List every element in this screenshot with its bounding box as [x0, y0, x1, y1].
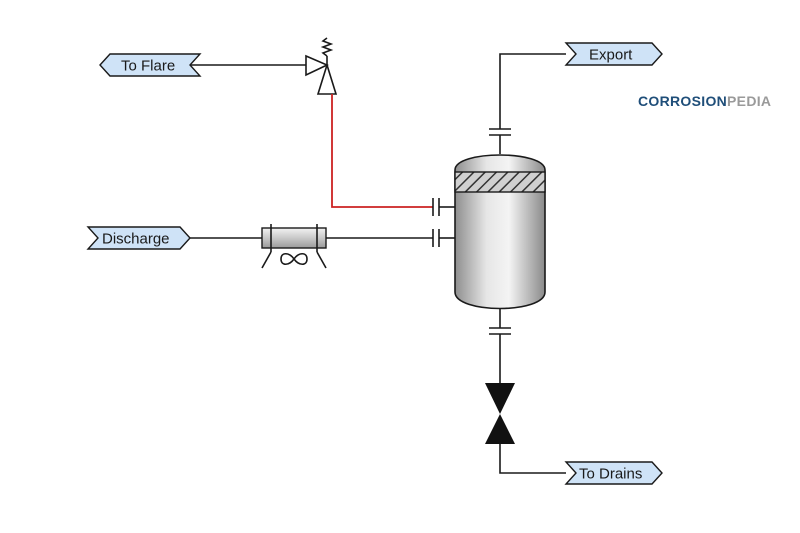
discharge-label: Discharge	[102, 231, 170, 248]
cooler-leg-left	[261, 251, 272, 269]
fan-infinity-icon	[280, 252, 308, 266]
air-cooler	[261, 224, 327, 269]
corrosionpedia-logo: CORROSIONPEDIA	[638, 93, 771, 109]
discharge-tag: Discharge	[86, 226, 191, 250]
drain-line-lower	[499, 444, 566, 474]
separator-vessel	[454, 154, 546, 310]
relief-valve-spring-icon	[320, 37, 334, 57]
to-drains-label: To Drains	[579, 466, 642, 483]
export-line	[499, 53, 566, 129]
relief-line	[331, 94, 433, 208]
pressure-relief-valve	[305, 37, 338, 95]
relief-valve-outlet-triangle	[305, 54, 329, 77]
drain-valve-top-triangle	[485, 383, 515, 414]
cooler-leg-right	[316, 251, 327, 269]
discharge-tag-shape	[86, 226, 191, 250]
export-tag-shape	[564, 42, 663, 66]
export-tag: Export	[564, 42, 663, 66]
drain-valve	[485, 383, 515, 444]
drain-valve-bottom-triangle	[485, 414, 515, 444]
logo-part-2: PEDIA	[727, 93, 771, 109]
logo-part-1: CORROSION	[638, 93, 727, 109]
to-drains-tag: To Drains	[564, 461, 663, 485]
inlet-flanges	[432, 198, 455, 247]
relief-valve-inlet-triangle	[316, 62, 338, 95]
to-drains-tag-shape	[564, 461, 663, 485]
vessel-body	[454, 154, 546, 310]
export-label: Export	[589, 47, 633, 64]
demister-pad	[454, 171, 546, 193]
to-flare-tag: To Flare	[99, 53, 202, 77]
to-flare-label: To Flare	[121, 58, 175, 75]
